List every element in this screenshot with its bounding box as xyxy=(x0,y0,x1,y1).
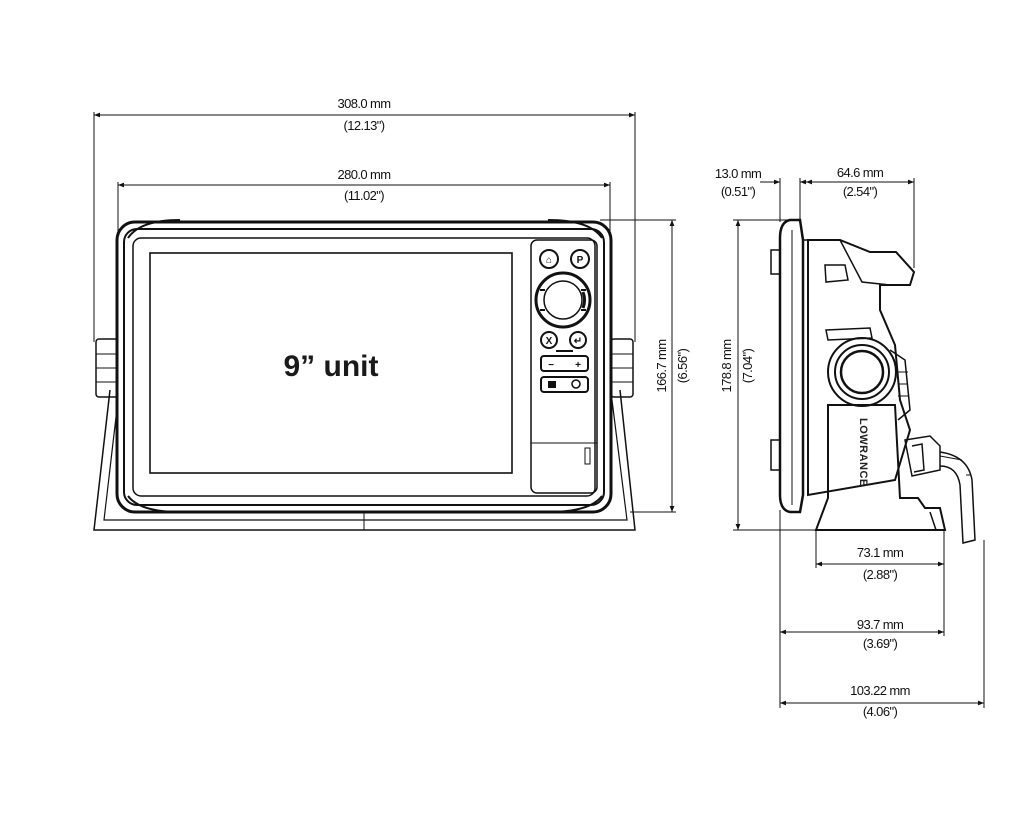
svg-text:(2.54"): (2.54") xyxy=(843,184,878,199)
dim-overall-depth: 103.22 mm (4.06") xyxy=(780,540,985,719)
menu-keys[interactable] xyxy=(540,376,589,393)
dim-unit-height: 166.7 mm (6.56") xyxy=(600,219,690,513)
front-view: 9” unit ⌂ P xyxy=(93,96,690,531)
svg-text:(6.56"): (6.56") xyxy=(675,349,690,384)
screen-label: 9” unit xyxy=(284,350,379,383)
svg-text:93.7 mm: 93.7 mm xyxy=(857,617,903,632)
rotary-knob-icon[interactable] xyxy=(534,271,592,329)
svg-text:(7.04"): (7.04") xyxy=(740,349,755,384)
mount-bracket xyxy=(93,338,636,531)
side-housing xyxy=(807,239,916,497)
svg-text:(4.06"): (4.06") xyxy=(863,704,898,719)
cable-connector xyxy=(904,435,976,544)
side-bezel xyxy=(770,218,826,514)
svg-text:(12.13"): (12.13") xyxy=(343,118,384,133)
svg-text:308.0 mm: 308.0 mm xyxy=(337,96,390,111)
svg-text:(2.88"): (2.88") xyxy=(863,567,898,582)
dim-top-depth: 64.6 mm (2.54") xyxy=(806,165,915,268)
keypad: ⌂ P X ↵ xyxy=(530,239,598,494)
enter-key[interactable]: ↵ xyxy=(569,331,587,349)
dim-bracket-depth: 93.7 mm (3.69") xyxy=(779,510,945,708)
dim-base-depth: 73.1 mm (2.88") xyxy=(815,530,945,582)
brand-logo: LOWRANCE xyxy=(857,418,869,487)
svg-text:⌂: ⌂ xyxy=(546,255,552,266)
exit-key[interactable]: X xyxy=(540,331,558,349)
svg-text:73.1 mm: 73.1 mm xyxy=(857,545,903,560)
side-view: LOWRANCE 13.0 mm (0.51") 64.6 mm (2.54") xyxy=(715,165,985,719)
svg-text:280.0 mm: 280.0 mm xyxy=(337,167,390,182)
svg-text:P: P xyxy=(577,255,584,266)
svg-text:−: − xyxy=(548,360,554,371)
svg-text:(11.02"): (11.02") xyxy=(344,188,384,203)
svg-text:13.0 mm: 13.0 mm xyxy=(715,166,761,181)
side-bracket: LOWRANCE xyxy=(814,404,947,531)
svg-text:166.7 mm: 166.7 mm xyxy=(654,339,669,392)
svg-text:X: X xyxy=(546,336,553,347)
dim-overall-width: 308.0 mm (12.13") xyxy=(93,96,636,342)
dim-overall-height: 178.8 mm (7.04") xyxy=(719,219,816,531)
dim-bezel-depth: 13.0 mm (0.51") xyxy=(715,166,820,222)
svg-text:103.22 mm: 103.22 mm xyxy=(850,683,910,698)
svg-text:+: + xyxy=(575,360,581,371)
dim-unit-width: 280.0 mm (11.02") xyxy=(117,167,611,234)
svg-text:64.6 mm: 64.6 mm xyxy=(837,165,883,180)
zoom-keys[interactable]: − + xyxy=(540,355,589,372)
svg-text:178.8 mm: 178.8 mm xyxy=(719,339,734,392)
pages-key[interactable]: ⌂ xyxy=(539,249,559,269)
svg-text:(3.69"): (3.69") xyxy=(863,636,898,651)
display-screen xyxy=(149,252,513,474)
tilt-knob xyxy=(827,337,897,407)
power-key[interactable]: P xyxy=(570,249,590,269)
svg-text:↵: ↵ xyxy=(574,336,582,347)
svg-text:(0.51"): (0.51") xyxy=(721,184,756,199)
